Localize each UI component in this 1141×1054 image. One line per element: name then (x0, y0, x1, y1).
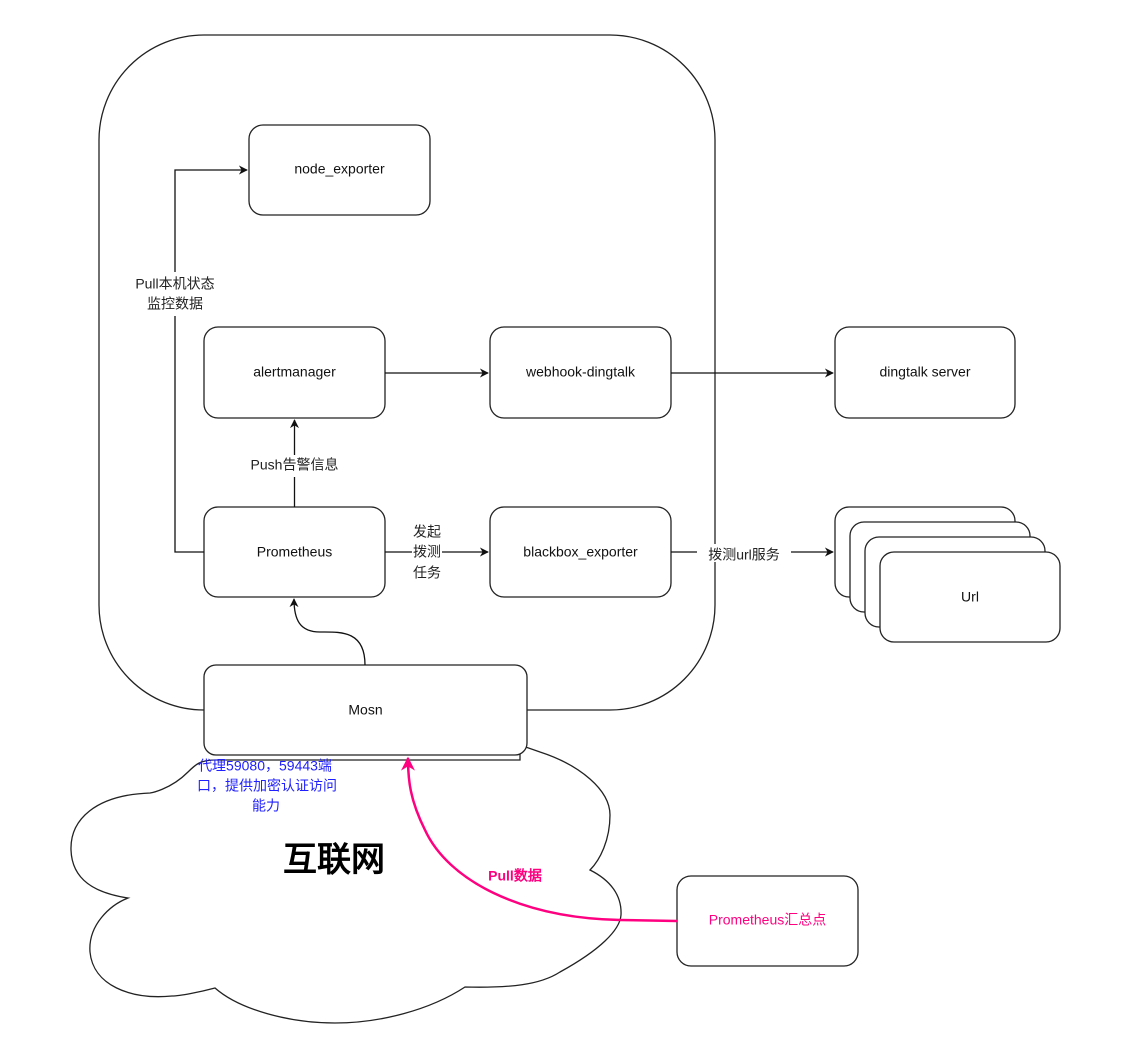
blackbox-exporter-label: blackbox_exporter (523, 544, 638, 560)
edge-label-probe-url: 拨测url服务 (708, 547, 780, 563)
edge-label-bg (118, 272, 230, 316)
dingtalk-server-box[interactable] (834, 326, 1016, 419)
node-exporter-box[interactable] (248, 124, 431, 216)
mosn-note-line3: 能力 (252, 798, 280, 814)
edge-aggregator-to-mosn (401, 756, 678, 923)
edge-label-bg (697, 544, 791, 562)
edge-label-bg (412, 522, 442, 584)
node-exporter-label: node_exporter (294, 161, 385, 177)
mosn-note-line1: 代理59080，59443端 (198, 758, 332, 774)
url-card (879, 551, 1061, 643)
edge-label-probe-task-1: 发起 (413, 524, 441, 540)
edge-label-probe-task-3: 任务 (413, 565, 441, 581)
edge-label-probe-task-2: 拨测 (413, 544, 441, 560)
url-label: Url (961, 589, 979, 605)
edge-label-pull-data: Pull数据 (488, 868, 542, 884)
edge-label-pull-local-2: 监控数据 (147, 296, 203, 312)
mosn-note-line2: 口，提供加密认证访问 (197, 778, 337, 794)
dingtalk-server-label: dingtalk server (879, 364, 970, 380)
edge-prometheus-to-node-exporter (174, 165, 248, 553)
edge-label-pull-local-1: Pull本机状态 (135, 276, 214, 292)
prometheus-aggregator-label: Prometheus汇总点 (709, 912, 826, 928)
prometheus-label: Prometheus (257, 544, 332, 560)
webhook-dingtalk-label: webhook-dingtalk (525, 364, 636, 380)
edge-label-push-alert: Push告警信息 (251, 457, 339, 473)
internet-title: 互联网 (283, 841, 385, 879)
url-stack[interactable]: Url (834, 506, 1061, 643)
internet-cloud (70, 744, 622, 1024)
mosn-label: Mosn (348, 702, 382, 718)
edge-mosn-to-prometheus (289, 598, 366, 666)
alertmanager-label: alertmanager (253, 364, 336, 380)
edge-label-bg (236, 455, 354, 477)
